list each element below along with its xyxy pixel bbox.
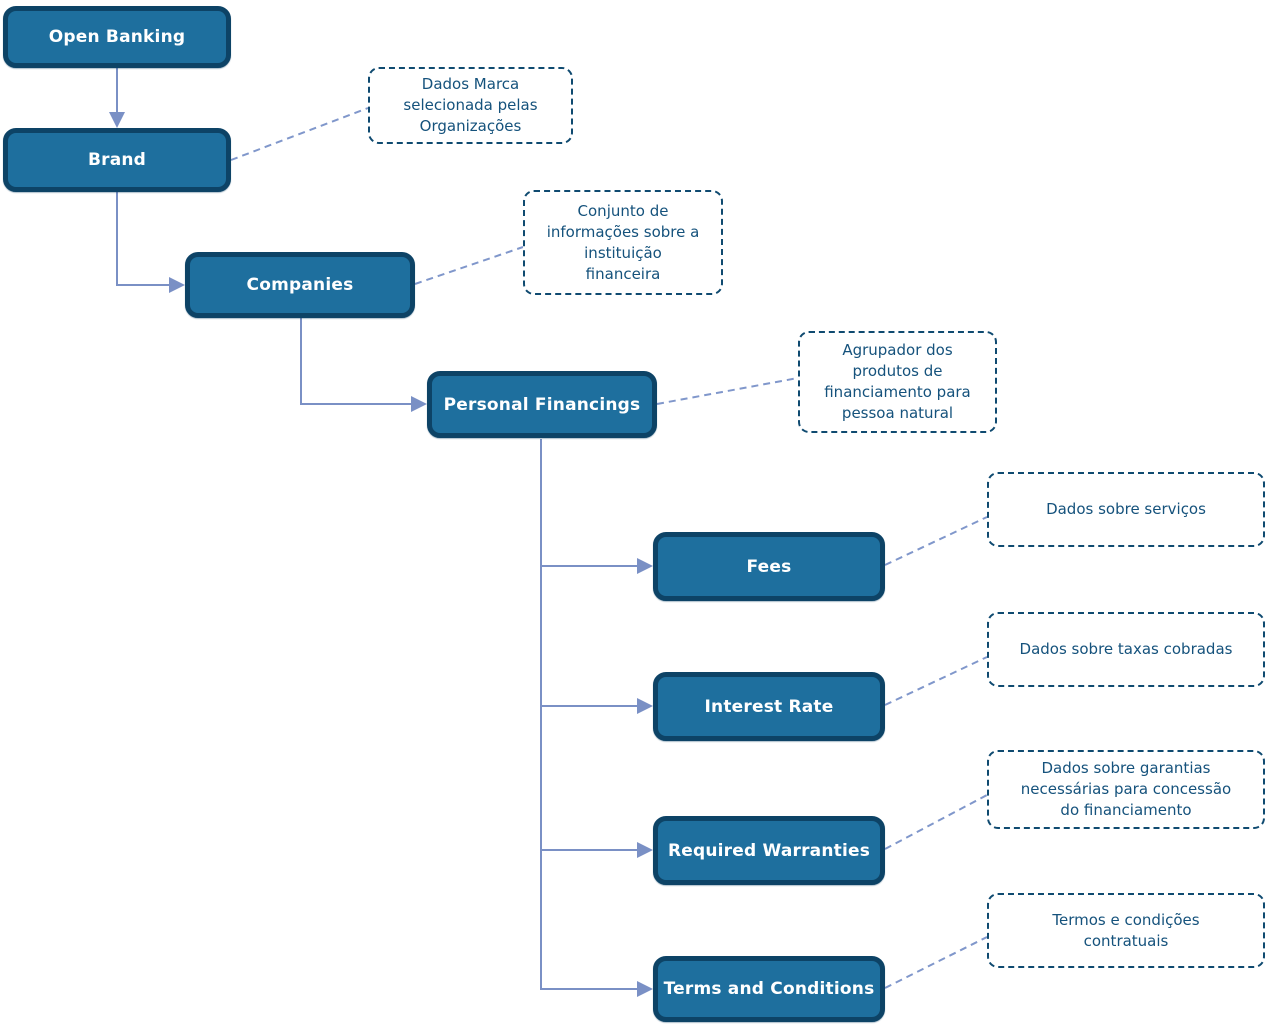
annotation-line: do financiamento — [1060, 801, 1192, 819]
annotation-line: produtos de — [852, 362, 943, 380]
annotation-line: pessoa natural — [841, 404, 954, 422]
annotation-line: Dados sobre garantias — [1041, 759, 1211, 777]
annotation-line: Conjunto de — [577, 201, 669, 220]
note-link-personal-financings — [656, 377, 799, 405]
annotation-required-warranties: Dados sobre garantias necessárias para c… — [987, 750, 1265, 829]
node-label: Companies — [246, 275, 354, 295]
node-label: Fees — [746, 556, 792, 577]
note-link-required-warranties — [884, 794, 988, 850]
edge-companies-personal-financings — [300, 318, 427, 412]
annotation-companies: Conjunto de informações sobre a institui… — [523, 190, 723, 295]
annotation-line: informações sobre a — [546, 222, 700, 241]
annotation-line: Dados sobre taxas cobradas — [1019, 640, 1233, 658]
node-label: Required Warranties — [667, 840, 871, 861]
annotation-line: financeira — [585, 264, 661, 283]
annotation-line: Agrupador dos — [842, 341, 953, 359]
note-link-companies — [414, 246, 524, 285]
node-label: Personal Financings — [443, 394, 641, 415]
node-label: Terms and Conditions — [663, 979, 875, 999]
node-label: Interest Rate — [704, 696, 834, 717]
annotation-terms-and-conditions: Termos e condições contratuais — [987, 893, 1265, 968]
annotation-line: instituição — [584, 243, 662, 262]
node-personal-financings: Personal Financings — [427, 371, 657, 438]
annotation-line: Dados Marca — [421, 75, 520, 93]
note-link-brand — [230, 107, 369, 161]
annotation-fees: Dados sobre serviços — [987, 472, 1265, 547]
node-fees: Fees — [653, 532, 885, 601]
annotation-line: necessárias para concessão — [1020, 780, 1232, 798]
node-open-banking: Open Banking — [3, 6, 231, 68]
annotation-personal-financings: Agrupador dos produtos de financiamento … — [798, 331, 997, 433]
annotation-line: Dados sobre serviços — [1046, 500, 1206, 518]
node-interest-rate: Interest Rate — [653, 672, 885, 741]
node-required-warranties: Required Warranties — [653, 816, 885, 885]
node-brand: Brand — [3, 128, 231, 192]
annotation-brand: Dados Marca selecionada pelas Organizaçõ… — [368, 67, 573, 144]
edge-brand-companies — [116, 192, 185, 293]
annotation-line: selecionada pelas — [403, 96, 538, 114]
annotation-line: contratuais — [1083, 931, 1169, 950]
note-link-interest-rate — [884, 656, 988, 706]
note-link-fees — [884, 516, 988, 566]
edge-personal-financings-terms-and-conditions — [540, 439, 653, 997]
annotation-line: Organizações — [419, 117, 522, 135]
annotation-interest-rate: Dados sobre taxas cobradas — [987, 612, 1265, 687]
node-companies: Companies — [185, 252, 415, 318]
node-label: Open Banking — [48, 27, 186, 47]
annotation-line: Termos e condições — [1052, 910, 1200, 929]
note-link-terms-and-conditions — [884, 936, 988, 989]
node-label: Brand — [87, 150, 147, 170]
annotation-line: financiamento para — [824, 383, 971, 401]
node-terms-and-conditions: Terms and Conditions — [653, 956, 885, 1022]
